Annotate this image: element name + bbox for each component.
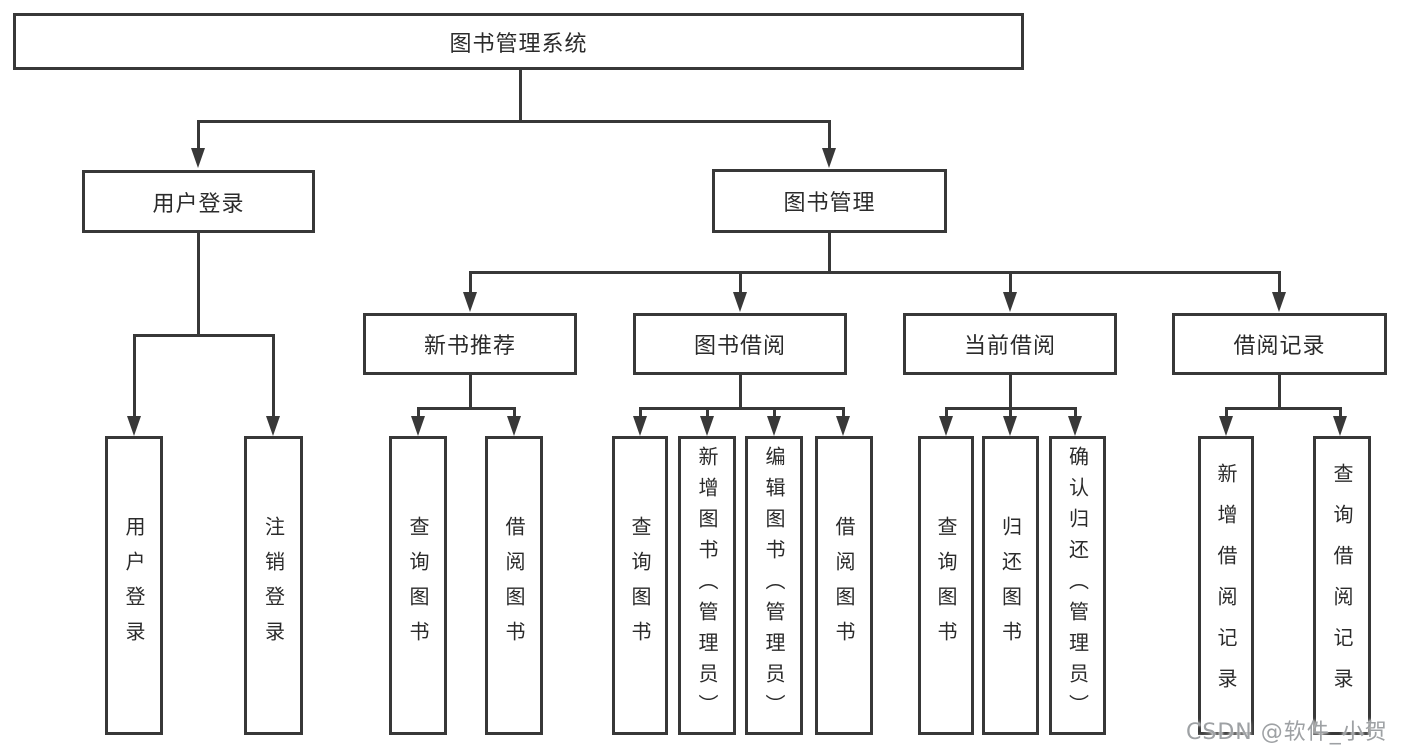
leaf-query-books: 查询图书	[918, 436, 974, 735]
arrow-down-icon	[633, 416, 647, 436]
node-label: 图书借阅	[693, 334, 786, 359]
leaf-return-books: 归还图书	[982, 436, 1039, 735]
connector-line	[1278, 271, 1281, 292]
leaf-add-borrow-record: 新增借阅记录	[1198, 436, 1254, 735]
connector-line	[469, 375, 472, 408]
arrow-down-icon	[939, 416, 953, 436]
connector-line	[1009, 375, 1012, 408]
leaf-user-login: 用户登录	[105, 436, 163, 735]
arrow-down-icon	[822, 148, 836, 168]
node-label: 图书管理	[783, 191, 876, 216]
connector-line	[1339, 407, 1342, 416]
connector-line	[1225, 407, 1341, 410]
node-current-borrowing: 当前借阅	[903, 313, 1117, 375]
leaf-label: 查询图书	[406, 515, 430, 656]
arrow-down-icon	[1068, 416, 1082, 436]
node-borrowing-records: 借阅记录	[1172, 313, 1387, 375]
leaf-label: 新增图书（管理员）	[695, 446, 719, 725]
connector-line	[1009, 407, 1012, 416]
leaf-confirm-return-admin: 确认归还（管理员）	[1049, 436, 1106, 735]
leaf-label: 用户登录	[122, 515, 146, 656]
leaf-label: 查询图书	[934, 515, 958, 656]
arrow-down-icon	[733, 292, 747, 312]
connector-line	[417, 407, 515, 410]
leaf-query-books: 查询图书	[612, 436, 668, 735]
connector-line	[1009, 271, 1012, 292]
leaf-label: 确认归还（管理员）	[1065, 446, 1090, 725]
leaf-label: 借阅图书	[502, 515, 526, 656]
leaf-add-books-admin: 新增图书（管理员）	[678, 436, 736, 735]
leaf-query-borrow-record: 查询借阅记录	[1313, 436, 1371, 735]
leaf-edit-books-admin: 编辑图书（管理员）	[745, 436, 803, 735]
connector-line	[1278, 375, 1281, 408]
connector-line	[197, 120, 831, 123]
connector-line	[739, 271, 742, 292]
connector-line	[417, 407, 420, 416]
connector-line	[133, 334, 275, 337]
node-new-book-recommendation: 新书推荐	[363, 313, 577, 375]
connector-line	[197, 233, 200, 336]
leaf-borrow-books: 借阅图书	[815, 436, 873, 735]
leaf-borrow-books: 借阅图书	[485, 436, 543, 735]
connector-line	[945, 407, 948, 416]
arrow-down-icon	[1272, 292, 1286, 312]
arrow-down-icon	[767, 416, 781, 436]
connector-line	[773, 407, 776, 416]
node-label: 新书推荐	[423, 334, 516, 359]
arrow-down-icon	[1003, 292, 1017, 312]
leaf-label: 新增借阅记录	[1214, 462, 1238, 709]
node-book-borrowing: 图书借阅	[633, 313, 847, 375]
node-book-management: 图书管理	[712, 169, 947, 233]
leaf-query-books: 查询图书	[389, 436, 447, 735]
arrow-down-icon	[700, 416, 714, 436]
node-user-login: 用户登录	[82, 170, 315, 233]
connector-line	[739, 375, 742, 408]
arrow-down-icon	[191, 148, 205, 168]
connector-line	[842, 407, 845, 416]
arrow-down-icon	[411, 416, 425, 436]
node-label: 用户登录	[152, 191, 245, 217]
arrow-down-icon	[1219, 416, 1233, 436]
arrow-down-icon	[463, 292, 477, 312]
node-label: 图书管理系统	[449, 31, 588, 57]
connector-line	[706, 407, 709, 416]
arrow-down-icon	[1333, 416, 1347, 436]
leaf-label: 查询借阅记录	[1330, 462, 1354, 709]
connector-line	[1074, 407, 1077, 416]
leaf-label: 查询图书	[628, 515, 652, 656]
leaf-label: 借阅图书	[832, 515, 856, 656]
connector-line	[1225, 407, 1228, 416]
node-label: 借阅记录	[1233, 334, 1326, 359]
connector-line	[828, 120, 831, 148]
watermark: CSDN @软件_小贺同学	[1186, 720, 1388, 745]
connector-line	[519, 70, 522, 122]
arrow-down-icon	[507, 416, 521, 436]
leaf-label: 注销登录	[261, 515, 286, 656]
connector-line	[133, 334, 136, 416]
connector-line	[272, 334, 275, 416]
node-label: 当前借阅	[963, 334, 1056, 359]
connector-line	[639, 407, 642, 416]
leaf-label: 归还图书	[998, 515, 1023, 656]
connector-line	[469, 271, 1281, 274]
connector-line	[197, 120, 200, 148]
connector-line	[513, 407, 516, 416]
arrow-down-icon	[836, 416, 850, 436]
arrow-down-icon	[1003, 416, 1017, 436]
connector-line	[828, 233, 831, 273]
leaf-label: 编辑图书（管理员）	[762, 446, 786, 725]
connector-line	[639, 407, 843, 410]
arrow-down-icon	[266, 416, 280, 436]
leaf-logout: 注销登录	[244, 436, 303, 735]
node-library-management-system: 图书管理系统	[13, 13, 1024, 70]
connector-line	[469, 271, 472, 292]
arrow-down-icon	[127, 416, 141, 436]
